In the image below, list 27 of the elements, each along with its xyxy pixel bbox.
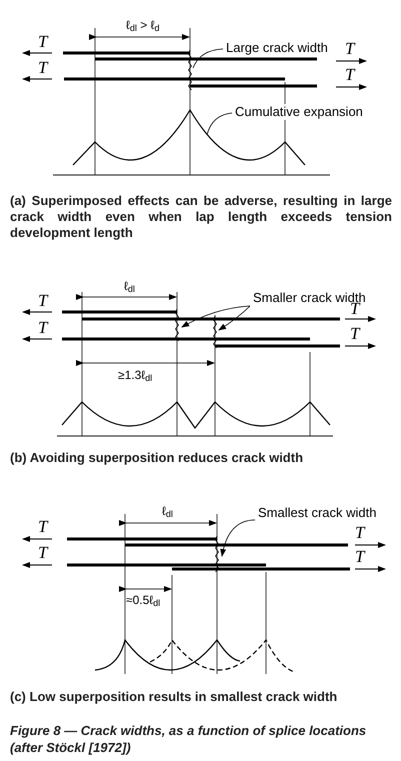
force-label: T — [38, 292, 48, 310]
force-label: T — [345, 66, 354, 84]
dimension-label: ≥1.3ℓ$_{dl}$ — [118, 367, 152, 383]
leader-line — [218, 306, 250, 331]
leader-line — [192, 48, 224, 68]
leader-line — [206, 112, 232, 136]
callout-label: Cumulative expansion — [235, 104, 363, 120]
leader-line — [181, 306, 250, 328]
force-label: T — [38, 33, 48, 51]
force-label: T — [38, 544, 48, 562]
force-label: T — [345, 40, 354, 58]
dimension-label: ℓ$_{dl}$ > ℓ$_{d}$ — [126, 17, 160, 33]
callout-label: Large crack width — [226, 40, 328, 56]
dimension-label: ℓ$_{dl}$ — [162, 503, 173, 519]
force-label: T — [38, 319, 48, 337]
panel-caption: (b) Avoiding superposition reduces crack width — [10, 450, 304, 466]
dimension-label: ≈0.5ℓ$_{dl}$ — [126, 592, 160, 608]
dimension-label: ℓ$_{dl}$ — [124, 278, 135, 294]
force-label: T — [355, 548, 364, 566]
force-label: T — [355, 524, 364, 542]
force-label: T — [38, 518, 48, 536]
panel-caption: (c) Low superposition results in smallest crack width — [10, 689, 338, 705]
leader-line — [220, 520, 256, 557]
figure-caption: Figure 8 — Crack widths, as a function of splice locations (after Stöckl [1972]) — [10, 722, 368, 756]
force-label: T — [38, 59, 48, 77]
panel-caption: (a) Superimposed effects can be adverse, resulting in large crack width even when lap length exceeds tension development length — [10, 193, 392, 241]
force-label: T — [350, 325, 360, 343]
